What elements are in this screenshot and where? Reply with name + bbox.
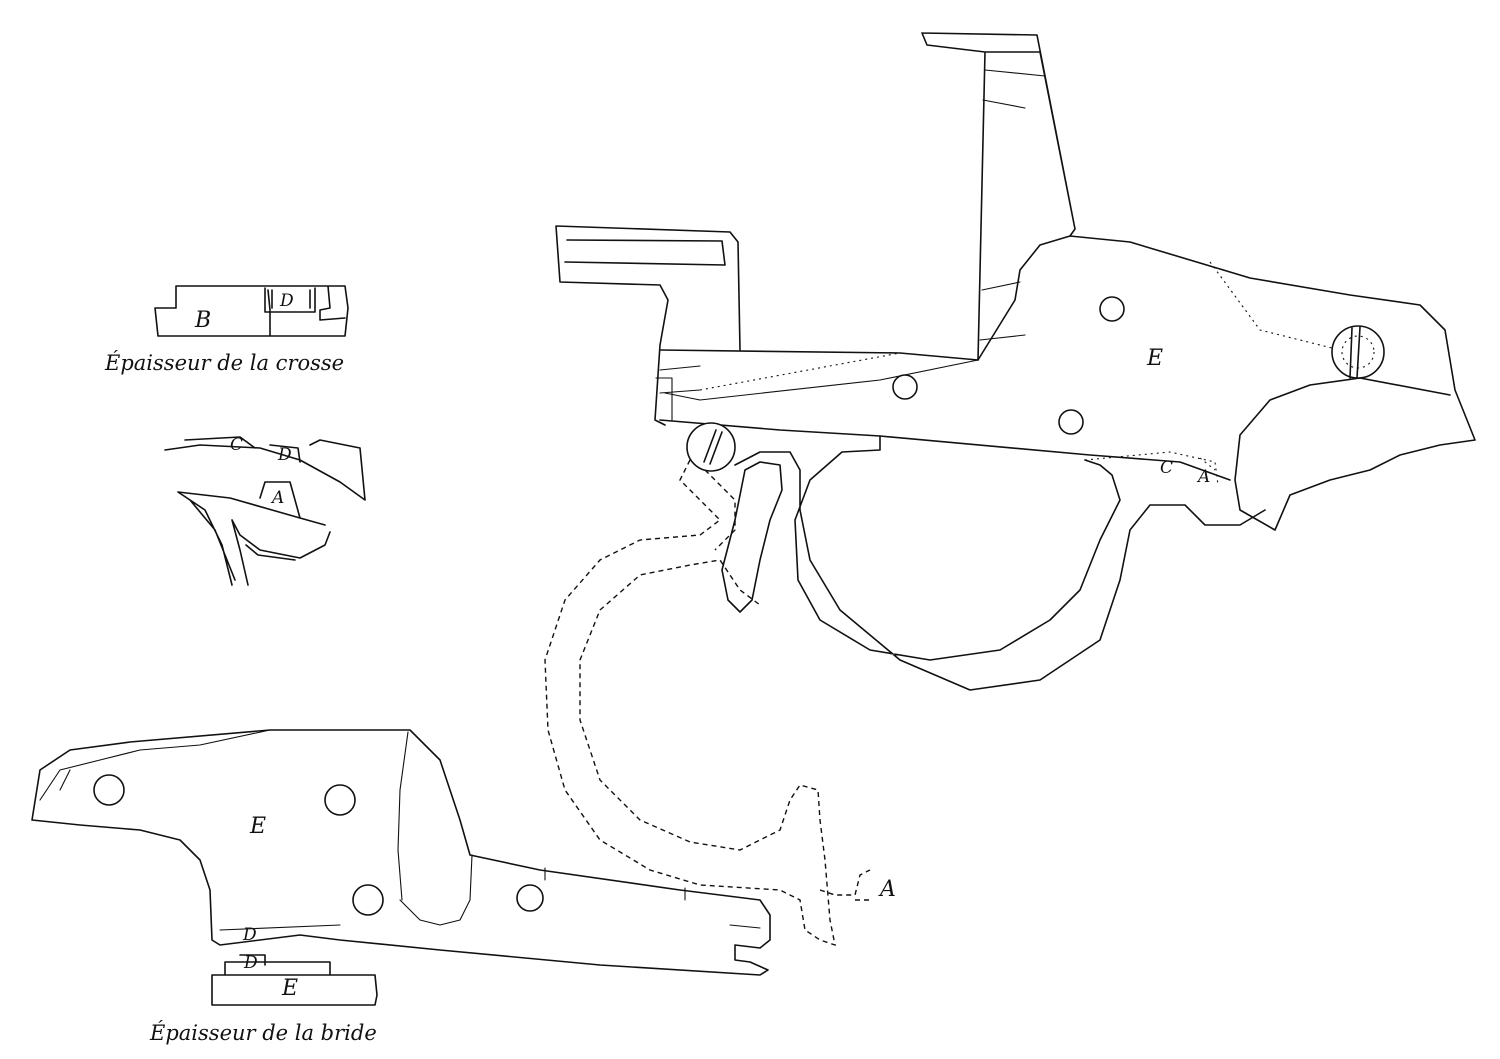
hole-lower bbox=[1058, 409, 1084, 435]
lower-d-label: D bbox=[242, 925, 257, 945]
caption-crosse: Épaisseur de la crosse bbox=[104, 351, 344, 375]
section-d-label: D bbox=[279, 291, 294, 311]
guard-label-a: A bbox=[878, 877, 896, 902]
detail-c-label: C bbox=[230, 435, 243, 455]
main-label-a: A bbox=[1196, 467, 1210, 487]
main-part-label: E bbox=[1146, 346, 1163, 371]
lower-hole-1 bbox=[93, 774, 125, 806]
section-e-d-label: D bbox=[243, 953, 258, 973]
detail-a-label: A bbox=[270, 488, 284, 508]
detail-d-label: D bbox=[277, 445, 292, 465]
section-e-e-label: E bbox=[281, 976, 298, 1001]
grip-bolt bbox=[1331, 325, 1385, 379]
main-label-c: C bbox=[1160, 458, 1173, 478]
caption-bride: Épaisseur de la bride bbox=[149, 1021, 377, 1045]
trigger-guard bbox=[721, 435, 1266, 691]
guard-screw bbox=[686, 422, 736, 472]
main-mechanism: E C A A bbox=[544, 32, 1476, 947]
section-bride: D E Épaisseur de la bride bbox=[149, 953, 378, 1045]
section-crosse: B D Épaisseur de la crosse bbox=[104, 285, 349, 375]
lower-hole-3 bbox=[352, 884, 384, 916]
lower-hole-2 bbox=[324, 784, 356, 816]
hole-center bbox=[892, 374, 918, 400]
lower-part: E D bbox=[31, 729, 771, 976]
lower-hole-4 bbox=[516, 884, 544, 912]
dashed-guard bbox=[544, 459, 871, 947]
detail-view: C D A bbox=[164, 435, 366, 586]
lower-part-label: E bbox=[249, 814, 266, 839]
section-b-label: B bbox=[194, 308, 211, 333]
hole-upper-right bbox=[1099, 296, 1125, 322]
